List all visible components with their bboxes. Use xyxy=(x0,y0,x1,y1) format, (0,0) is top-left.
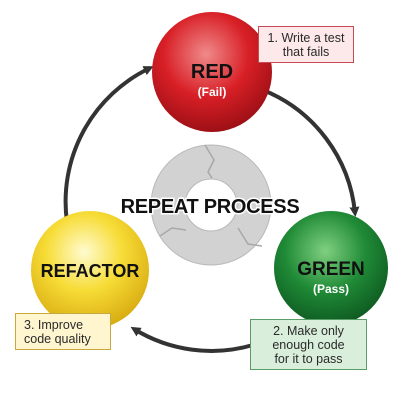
red-note-line: 1. Write a test xyxy=(267,31,345,45)
green-circle xyxy=(274,211,388,325)
red-title: RED xyxy=(191,61,233,83)
arrow-red-to-green xyxy=(262,88,360,217)
green-title: GREEN xyxy=(297,259,365,280)
red-step: RED (Fail) xyxy=(152,12,272,132)
refactor-note-line: 3. Improve xyxy=(24,318,84,332)
red-circle xyxy=(152,12,272,132)
refactor-title: REFACTOR xyxy=(41,261,140,281)
refactor-note-line: code quality xyxy=(24,332,91,346)
red-note-line: that fails xyxy=(282,45,330,59)
red-subtitle: (Fail) xyxy=(198,85,227,99)
arrow-refactor-to-red xyxy=(63,66,154,223)
green-step-note: 2. Make only enough code for it to pass xyxy=(250,319,367,370)
green-subtitle: (Pass) xyxy=(313,282,349,296)
center-label: REPEAT PROCESS xyxy=(121,196,300,218)
refactor-step-note: 3. Improve code quality xyxy=(15,313,111,350)
green-note-line: enough code xyxy=(272,338,345,352)
red-step-note: 1. Write a test that fails xyxy=(258,26,354,63)
refactor-circle xyxy=(31,211,149,329)
refactor-step: REFACTOR xyxy=(31,211,149,329)
arrow-green-to-refactor xyxy=(130,326,254,353)
green-step: GREEN (Pass) xyxy=(274,211,388,325)
green-note-line: 2. Make only xyxy=(273,324,344,338)
repeat-cycle-icon xyxy=(150,144,272,266)
green-note-line: for it to pass xyxy=(274,352,343,366)
